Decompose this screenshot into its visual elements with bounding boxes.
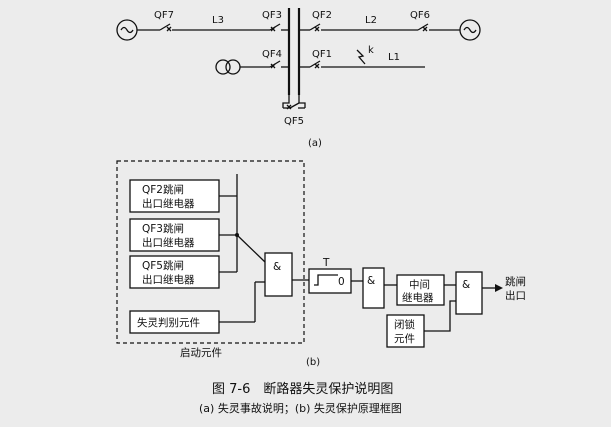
start-element-frame xyxy=(116,160,305,344)
generator-right-wave xyxy=(463,26,477,34)
lock-element-line2: 元件 xyxy=(394,333,415,345)
fault-lightning-icon xyxy=(356,49,366,65)
sub-label-b: (b) xyxy=(306,357,320,368)
relay-qf5-line1: QF5跳闸 xyxy=(142,259,184,272)
timer-waveform xyxy=(314,274,338,286)
lock-element-box xyxy=(386,314,425,348)
and-gate-1-label: & xyxy=(273,261,281,273)
label-l1: L1 xyxy=(388,52,400,63)
label-qf1: QF1 xyxy=(312,49,332,60)
label-qf2: QF2 xyxy=(312,10,332,21)
label-fault-k: k xyxy=(368,45,374,56)
label-l2: L2 xyxy=(365,15,377,26)
breaker-qf4-icon xyxy=(269,60,281,69)
label-l3: L3 xyxy=(212,15,224,26)
breaker-qf7-icon xyxy=(159,23,172,32)
middle-relay-box xyxy=(396,274,445,306)
label-qf3: QF3 xyxy=(262,10,282,21)
middle-relay-line1: 中间 xyxy=(409,278,430,291)
figure-caption-title: 图 7-6 断路器失灵保护说明图 xyxy=(212,381,393,397)
start-element-label: 启动元件 xyxy=(180,346,222,359)
and-gate-1 xyxy=(264,252,293,297)
breaker-qf6-icon xyxy=(417,23,429,32)
breaker-qf2-icon xyxy=(309,23,321,32)
breaker-qf1-icon xyxy=(309,60,321,69)
one-line-diagram: QF7 L3 QF3 QF2 L2 QF6 QF4 QF1 k L1 QF5 (… xyxy=(116,8,481,149)
breaker-qf5-icon xyxy=(286,102,300,110)
label-qf5: QF5 xyxy=(284,116,304,127)
lock-element-line1: 闭锁 xyxy=(394,318,415,331)
middle-relay-line2: 继电器 xyxy=(402,291,434,304)
generator-left-wave xyxy=(120,26,134,34)
protection-block-diagram: 启动元件 QF2跳闸 出口继电器 QF3跳闸 出口继电器 QF5跳闸 出口继电器… xyxy=(116,160,526,368)
label-qf4: QF4 xyxy=(262,49,282,60)
wire-bus-and1 xyxy=(236,234,266,263)
timer-value: 0 xyxy=(338,276,345,288)
output-line1: 跳闸 xyxy=(505,275,526,288)
coupler-right xyxy=(298,88,306,108)
wire-lock-and3 xyxy=(424,300,456,332)
and-gate-3 xyxy=(455,271,483,315)
timer-box xyxy=(308,268,352,294)
relay-qf2: QF2跳闸 出口继电器 xyxy=(129,179,220,213)
relay-qf5-line2: 出口继电器 xyxy=(142,273,195,286)
sub-label-a: (a) xyxy=(308,138,322,149)
timer-label: T xyxy=(322,257,330,269)
breaker-qf3-icon xyxy=(269,23,281,32)
transformer-winding-2 xyxy=(225,59,241,75)
label-qf7: QF7 xyxy=(154,10,174,21)
judge-element-label: 失灵判别元件 xyxy=(137,316,200,329)
output-line2: 出口 xyxy=(505,289,526,302)
and-gate-2 xyxy=(362,267,385,309)
relay-qf3-line1: QF3跳闸 xyxy=(142,222,184,235)
and-gate-2-label: & xyxy=(367,275,375,287)
relay-qf5: QF5跳闸 出口继电器 xyxy=(129,255,220,289)
figure-caption-subtitle: (a) 失灵事故说明；(b) 失灵保护原理框图 xyxy=(199,401,402,415)
relay-qf2-line2: 出口继电器 xyxy=(142,197,195,210)
judge-element: 失灵判别元件 xyxy=(129,310,220,334)
relay-qf3-line2: 出口继电器 xyxy=(142,236,195,249)
and-gate-3-label: & xyxy=(462,279,470,291)
transformer-winding-1 xyxy=(215,59,231,75)
output-arrow-head-icon xyxy=(495,284,503,292)
label-qf6: QF6 xyxy=(410,10,430,21)
relay-qf2-line1: QF2跳闸 xyxy=(142,183,184,196)
coupler-left xyxy=(282,88,290,108)
relay-qf3: QF3跳闸 出口继电器 xyxy=(129,218,220,252)
